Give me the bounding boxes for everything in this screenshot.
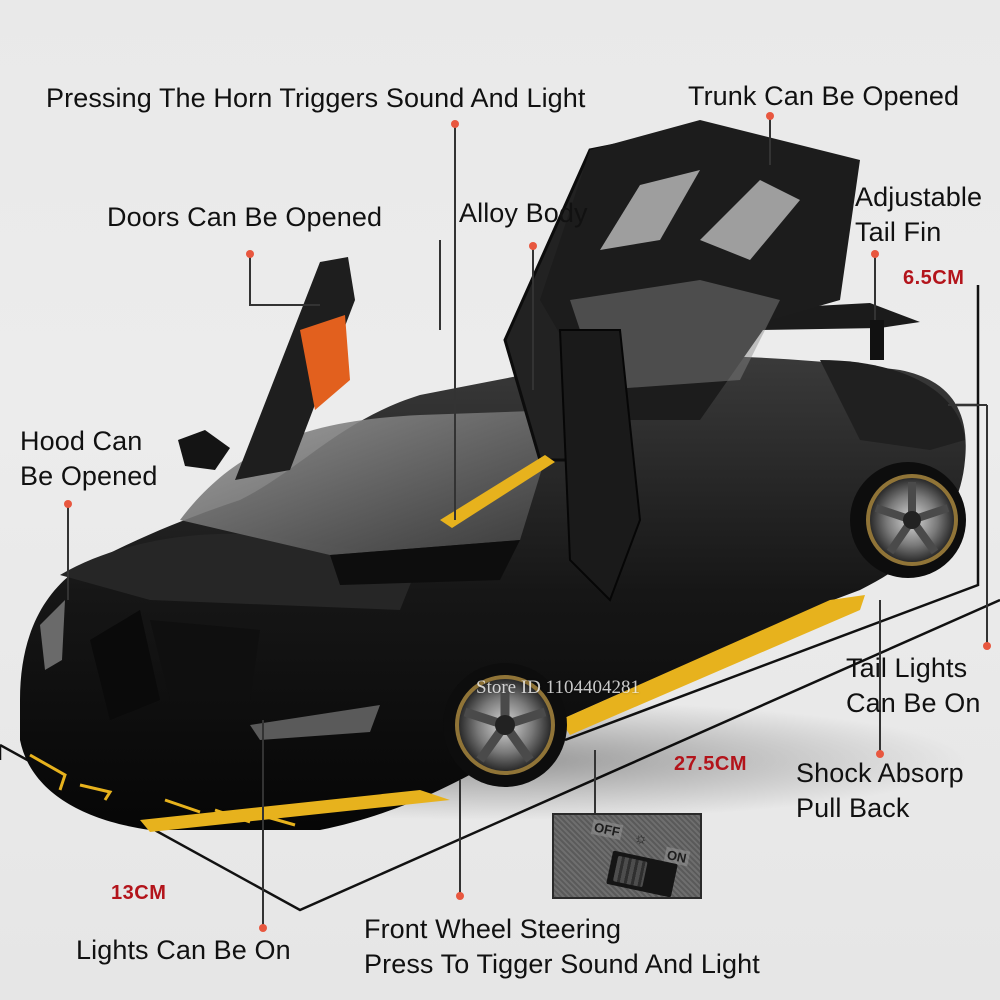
dimension-width: 13CM — [111, 882, 167, 904]
callout-alloy-body: Alloy Body — [459, 198, 588, 228]
callout-leaders — [67, 118, 988, 928]
power-switch-inset: OFF ☼ ON — [552, 813, 702, 899]
switch-knob — [612, 855, 648, 888]
front-wheel — [443, 663, 567, 787]
callout-hood-opens: Hood Can Be Opened — [20, 426, 158, 491]
callout-doors-open: Doors Can Be Opened — [107, 202, 383, 232]
callout-dots — [64, 112, 991, 932]
dimension-length: 27.5CM — [674, 753, 748, 775]
sun-light-icon: ☼ — [632, 828, 650, 849]
callout-trunk-opens: Trunk Can Be Opened — [688, 81, 960, 111]
switch-off-label: OFF — [590, 819, 624, 840]
callout-lights-on: Lights Can Be On — [76, 935, 291, 965]
callout-front-wheel-steering: Front Wheel Steering Press To Tigger Sou… — [364, 914, 760, 979]
callout-tail-lights: Tail Lights Can Be On — [846, 653, 981, 718]
callout-horn-sound-light: Pressing The Horn Triggers Sound And Lig… — [46, 83, 586, 113]
dimension-height: 6.5CM — [903, 267, 965, 289]
callout-adjustable-tail-fin: Adjustable Tail Fin — [855, 182, 983, 247]
callout-shock-absorb-pull-back: Shock Absorp Pull Back — [796, 758, 964, 823]
rear-wheel — [850, 462, 966, 578]
store-watermark: Store ID 1104404281 — [476, 677, 640, 698]
